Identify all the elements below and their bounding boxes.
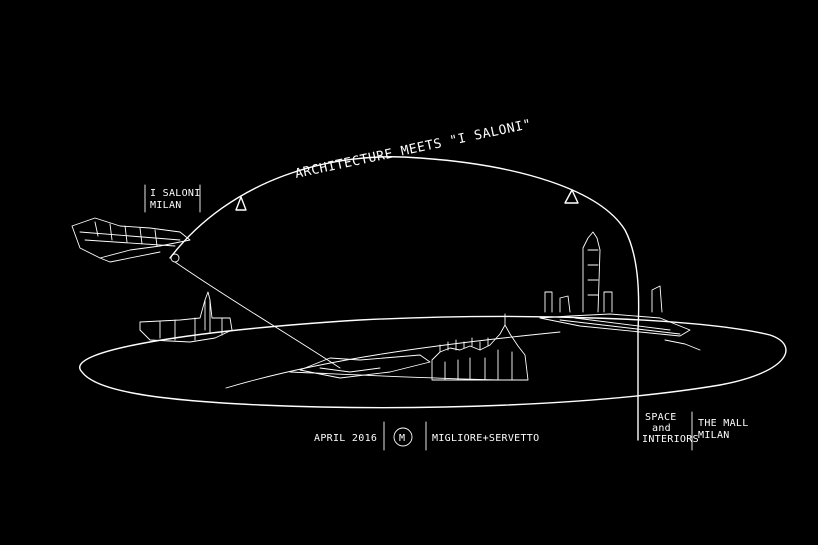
logo-circle xyxy=(393,427,413,447)
footer-logo: M xyxy=(399,433,405,444)
duomo-sketch xyxy=(431,313,529,381)
space-label-line2: and xyxy=(652,423,671,434)
arrow-marker-right-icon xyxy=(564,189,579,204)
saloni-label-line1: I SALONI xyxy=(150,188,201,199)
space-label-line3: INTERIORS xyxy=(642,434,699,445)
connection-arc xyxy=(169,156,640,441)
fair-to-center-line xyxy=(174,261,341,369)
mall-label-line1: THE MALL xyxy=(698,418,749,429)
fair-complex-sketch xyxy=(71,217,191,263)
footer-date: APRIL 2016 xyxy=(314,433,377,444)
skyline-sketch xyxy=(539,231,701,351)
city-ellipse xyxy=(79,315,787,409)
footer-studio: MIGLIORE+SERVETTO xyxy=(432,433,539,444)
saloni-label-bracket xyxy=(144,184,201,213)
mall-label-line2: MILAN xyxy=(698,430,730,441)
arrow-marker-left-icon xyxy=(235,196,247,211)
space-label-line1: SPACE xyxy=(645,412,677,423)
central-station-sketch xyxy=(299,354,431,379)
cross-line-1 xyxy=(225,331,561,389)
castle-sketch xyxy=(139,291,233,343)
saloni-label-line2: MILAN xyxy=(150,200,182,211)
